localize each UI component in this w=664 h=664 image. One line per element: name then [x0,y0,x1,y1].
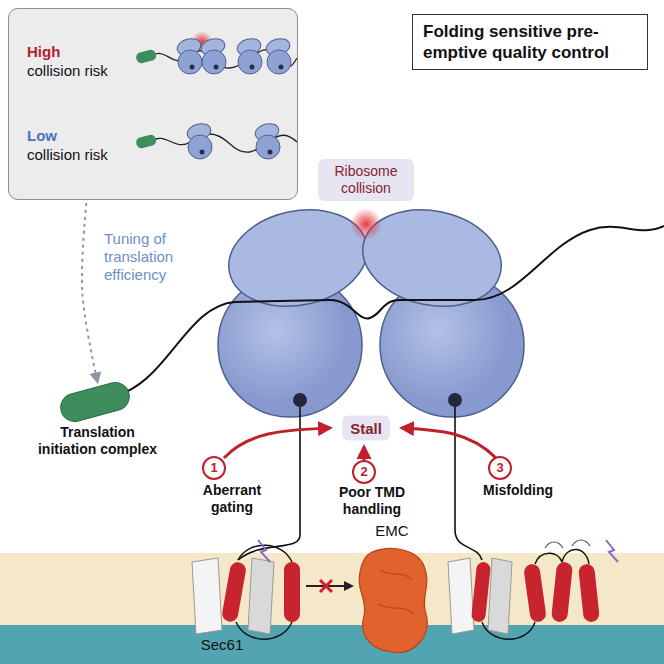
edge-label: Tuning of translation efficiency [104,230,222,284]
collision-risk-inset: Highcollision riskLowcollision risk [8,8,298,200]
title-box: Folding sensitive pre-emptive quality co… [412,14,648,70]
node-text: Stall [350,420,382,437]
mrna [126,226,664,392]
membrane [0,553,664,625]
lightning [606,540,618,562]
emc-detail [378,570,414,614]
tmd [551,561,573,622]
cause-arrow [402,428,496,458]
transfer-arrow [306,585,352,587]
inset-high-row [135,31,297,74]
node-text: Ribosome collision [326,163,406,197]
tmd [284,562,300,622]
chain-loop [236,545,292,639]
tmd [578,563,600,622]
node-text: collision risk [27,62,108,79]
vibration-arc [545,540,590,548]
node-text: Translation initiation complex [30,424,165,458]
cause-label: Misfolding [476,482,560,499]
node-text: High [27,43,60,60]
initiation-complex-shape [30,380,165,424]
initiation-complex-capsule [58,380,133,424]
callout-number: 3 [488,456,512,480]
node-text: collision risk [27,146,108,163]
inset-panel [8,8,298,200]
collision-label-box: Ribosome collision [318,159,414,201]
stall-box: Stall [342,416,390,441]
complex-label: Sec61 [192,636,252,653]
cause-label: Aberrant gating [190,482,274,516]
cause-arrow [224,428,330,458]
chain-loop [482,549,589,639]
lightning [258,540,270,562]
er-lumen [0,625,664,664]
dotted-connector [82,203,98,382]
callout-number: 2 [352,460,376,484]
nascent-chain [455,407,482,560]
initiation-complex: Translation initiation complex [30,380,165,458]
inset-low-row [135,121,297,159]
tmd [523,563,547,623]
cause-label: Poor TMD handling [326,484,418,518]
collision-glow [350,208,382,240]
sec61-left [192,558,274,634]
block-cross [320,580,332,592]
callout-number: 1 [202,456,226,480]
node-text: Low [27,127,57,144]
sec61-right [448,558,512,634]
tmd [221,561,247,623]
tmd [471,561,491,622]
emc-complex [359,548,427,652]
complex-label: EMC [367,522,417,539]
